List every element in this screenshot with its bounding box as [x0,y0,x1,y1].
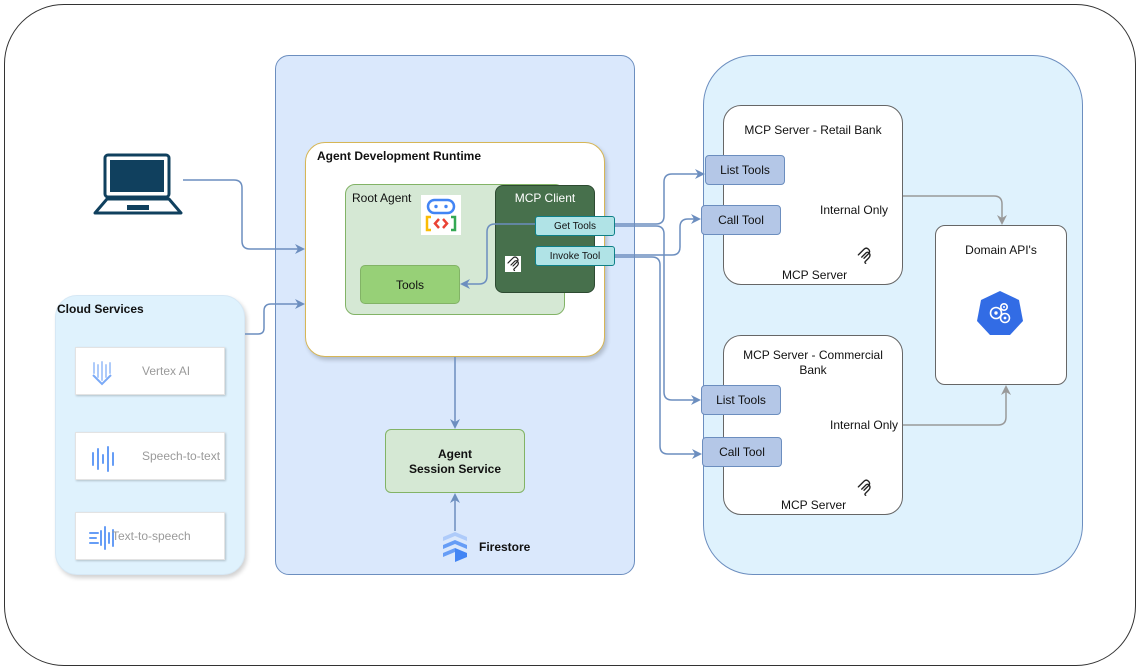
laptop-to-runtime-connector [183,179,305,254]
cloud-services-title: Cloud Services [57,302,144,316]
root-agent-label: Root Agent [352,191,412,205]
commercial-to-domain-connector [903,385,1011,426]
session-line1: Agent [438,447,472,461]
agent-session-service-box: Agent Session Service [385,429,525,493]
mcp-client-box [495,185,595,293]
agent-development-runtime-title: Agent Development Runtime [317,149,482,163]
commercial-internal-only-label: Internal Only [830,418,899,432]
retail-list-tools-button: List Tools [705,155,785,185]
commercial-list-tools-button: List Tools [701,385,781,415]
laptop-icon [93,153,183,215]
speech-to-text-label: Speech-to-text [142,449,221,463]
text-to-speech-icon [89,526,114,550]
kubernetes-icon [977,291,1023,335]
retail-mcp-server-label: MCP Server [782,268,848,282]
domain-apis-label: Domain API's [965,243,1037,257]
commercial-mcp-server-label: MCP Server [781,498,847,512]
retail-to-domain-connector [903,195,1007,225]
mcp-server-retail-box: MCP Server - Retail Bank [723,105,903,285]
invoke-tool-button: Invoke Tool [535,246,615,266]
commercial-server-title-line1: MCP Server - Commercial [743,348,883,362]
invoke-tool-to-commercial-call-connector [615,256,702,459]
mcp-client-label: MCP Client [514,191,576,205]
get-tools-button: Get Tools [535,216,615,236]
text-to-speech-card: Text-to-speech [75,512,225,560]
retail-internal-only-label: Internal Only [820,203,889,217]
firestore-label: Firestore [479,540,531,554]
speech-to-text-icon [92,446,114,472]
get-tools-to-tools-connector [460,223,535,289]
cloud-to-runtime-connector [245,299,305,335]
get-tools-to-commercial-list-connector [615,225,701,405]
invoke-tool-to-retail-call-connector [615,214,701,256]
adk-logo-icon [421,195,461,235]
commercial-call-tool-button: Call Tool [702,437,782,467]
retail-server-title: MCP Server - Retail Bank [744,123,882,137]
vertex-ai-label: Vertex AI [142,364,191,378]
speech-to-text-card: Speech-to-text [75,432,225,480]
retail-mcp-icon [857,247,871,264]
commercial-server-title-line2: Bank [799,363,827,377]
tools-box: Tools [360,265,460,304]
vertex-ai-icon [92,361,112,386]
mcp-server-commercial-box: MCP Server - Commercial Bank [723,335,903,515]
mcp-icon [505,256,521,272]
retail-call-tool-button: Call Tool [701,205,781,235]
commercial-mcp-icon [857,479,871,496]
firestore-icon [443,532,467,562]
vertex-ai-card: Vertex AI [75,347,225,395]
get-tools-to-retail-list-connector [615,169,705,225]
session-line2: Session Service [408,462,502,476]
text-to-speech-label: Text-to-speech [112,529,191,543]
